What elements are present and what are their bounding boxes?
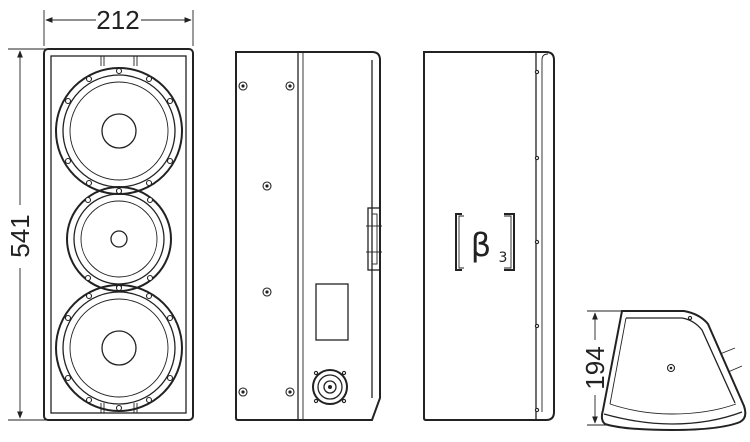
side-view xyxy=(235,51,382,421)
brand-logo: β 3 xyxy=(455,213,515,271)
back-view: β 3 xyxy=(423,51,555,421)
handle xyxy=(366,207,382,271)
depth-label: 194 xyxy=(580,346,610,389)
logo-symbol: β xyxy=(471,226,491,264)
input-panel xyxy=(315,283,349,341)
middle-driver xyxy=(66,186,172,292)
height-dimension: 541 xyxy=(5,48,46,421)
depth-dimension: 194 xyxy=(580,310,622,426)
width-dimension: 212 xyxy=(43,5,194,46)
width-label: 212 xyxy=(96,5,139,35)
front-view xyxy=(43,48,194,421)
logo-number: 3 xyxy=(499,250,508,266)
top-woofer xyxy=(55,67,183,195)
speakon-connector xyxy=(312,369,348,405)
height-label: 541 xyxy=(5,214,35,257)
top-view xyxy=(600,310,747,432)
bottom-woofer xyxy=(55,284,183,412)
